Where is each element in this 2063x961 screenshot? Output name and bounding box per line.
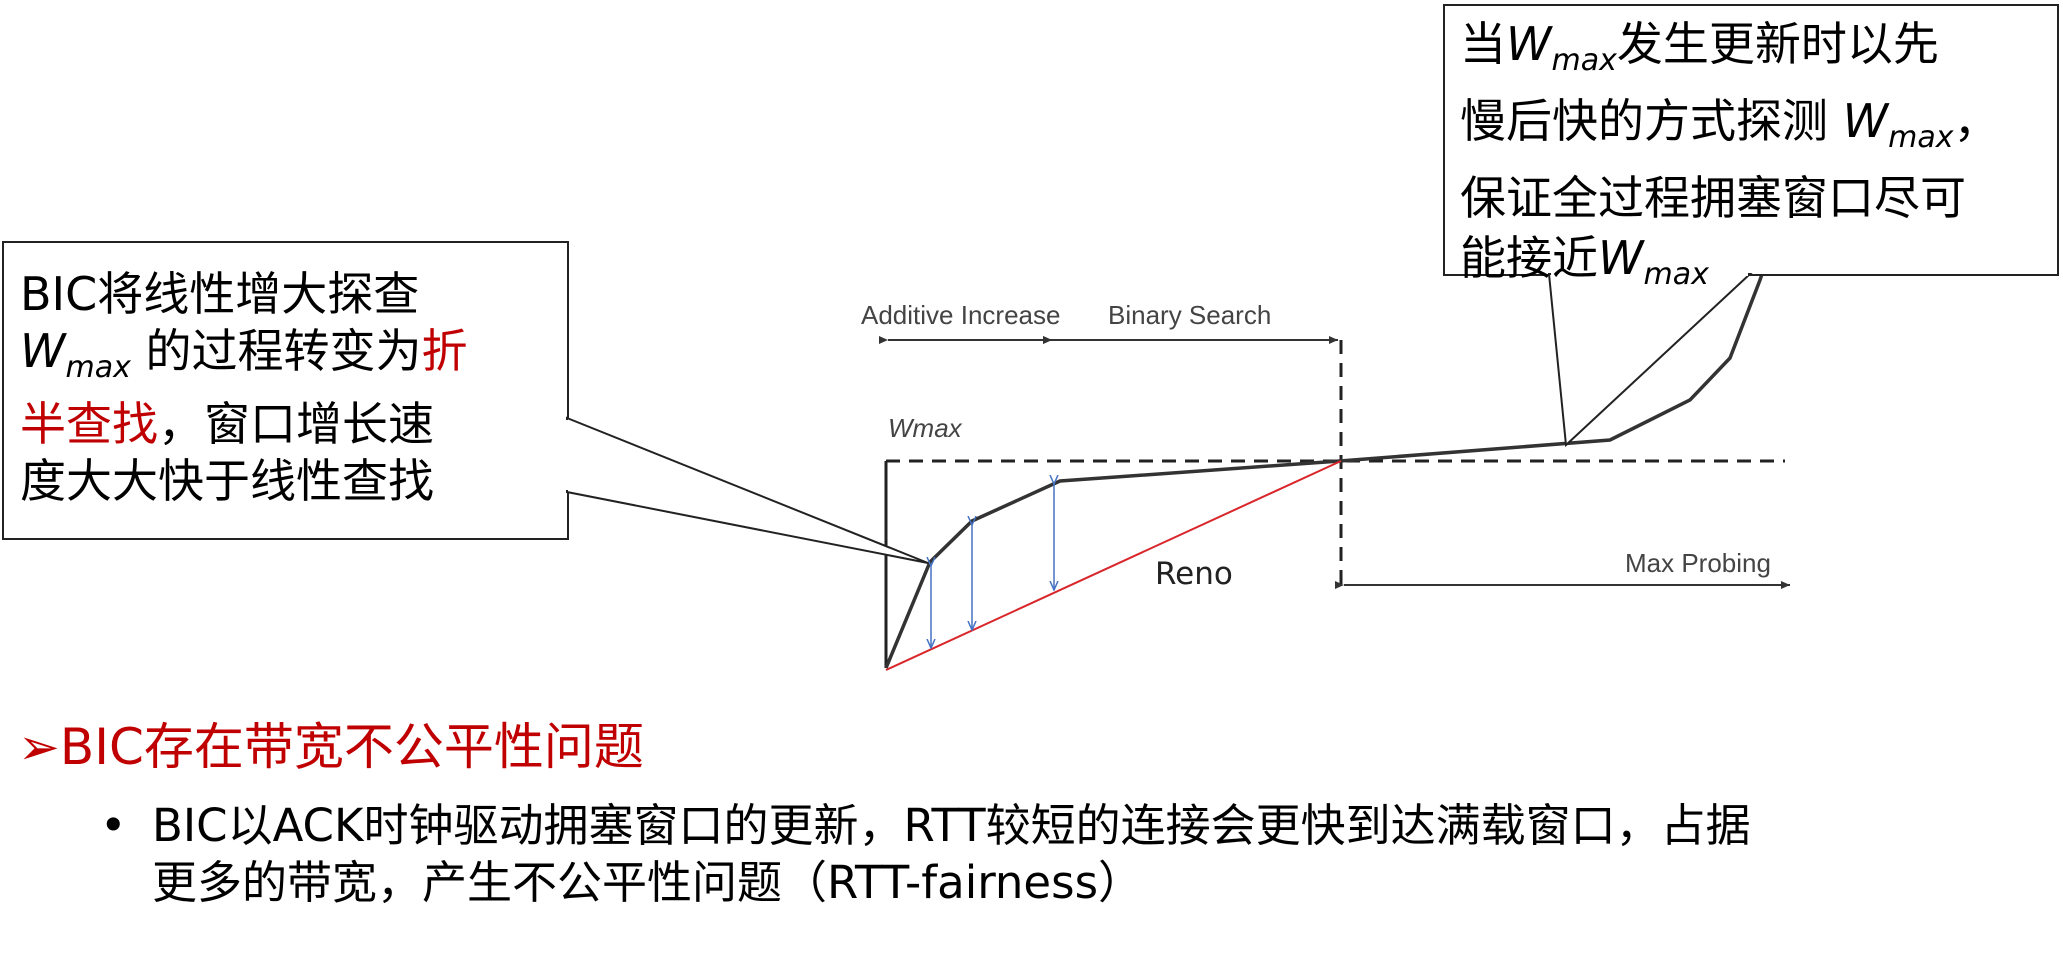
right-callout-box [1443,4,2059,276]
binary-search-label: Binary Search [1108,300,1271,330]
heading-text: BIC存在带宽不公平性问题 [59,718,644,776]
right-callout-text: 当Wmax发生更新时以先 慢后快的方式探测 Wmax， 保证全过程拥塞窗口尽可 … [1460,14,1999,305]
section-heading: ➢BIC存在带宽不公平性问题 [18,707,644,779]
left-callout-box [2,241,569,540]
reno-line [885,460,1342,671]
left-callout-line2: Wmax 的过程转变为折 [20,324,468,385]
heading-marker: ➢ [18,718,60,776]
left-callout-line4: 度大大快于线性查找 [20,454,434,508]
wmax-label: Wmax [888,413,963,443]
right-callout-line3: 保证全过程拥塞窗口尽可 [1460,171,1966,225]
bic-window-curve [884,189,1792,669]
left-callout-pointer [566,416,929,564]
reno-label: Reno [1155,556,1233,592]
left-callout-line1: BIC将线性增大探查 [20,267,420,321]
bullet-text: BIC以ACK时钟驱动拥塞窗口的更新，RTT较短的连接会更快到达满载窗口，占据 … [152,797,1751,911]
left-callout-line3: 半查找，窗口增长速 [20,397,434,451]
right-callout-line2: 慢后快的方式探测 Wmax， [1460,94,2000,155]
max-probing-label: Max Probing [1625,548,1771,578]
left-callout-text: BIC将线性增大探查 Wmax 的过程转变为折 半查找，窗口增长速 度大大快于线… [20,266,467,510]
wmax-symbol: Wmax [1506,17,1617,78]
bullet-line2: 更多的带宽，产生不公平性问题（RTT-fairness） [152,856,1144,909]
wmax-symbol: Wmax [1598,231,1709,292]
right-callout-line4: 能接近Wmax [1460,231,1709,292]
additive-increase-label: Additive Increase [861,300,1060,330]
wmax-symbol: Wmax [1842,94,1954,155]
bullet-line1: BIC以ACK时钟驱动拥塞窗口的更新，RTT较短的连接会更快到达满载窗口，占据 [152,799,1751,852]
wmax-symbol: Wmax [20,324,131,385]
bullet-marker: • [100,799,127,852]
right-callout-line1: 当Wmax发生更新时以先 [1460,17,1939,78]
